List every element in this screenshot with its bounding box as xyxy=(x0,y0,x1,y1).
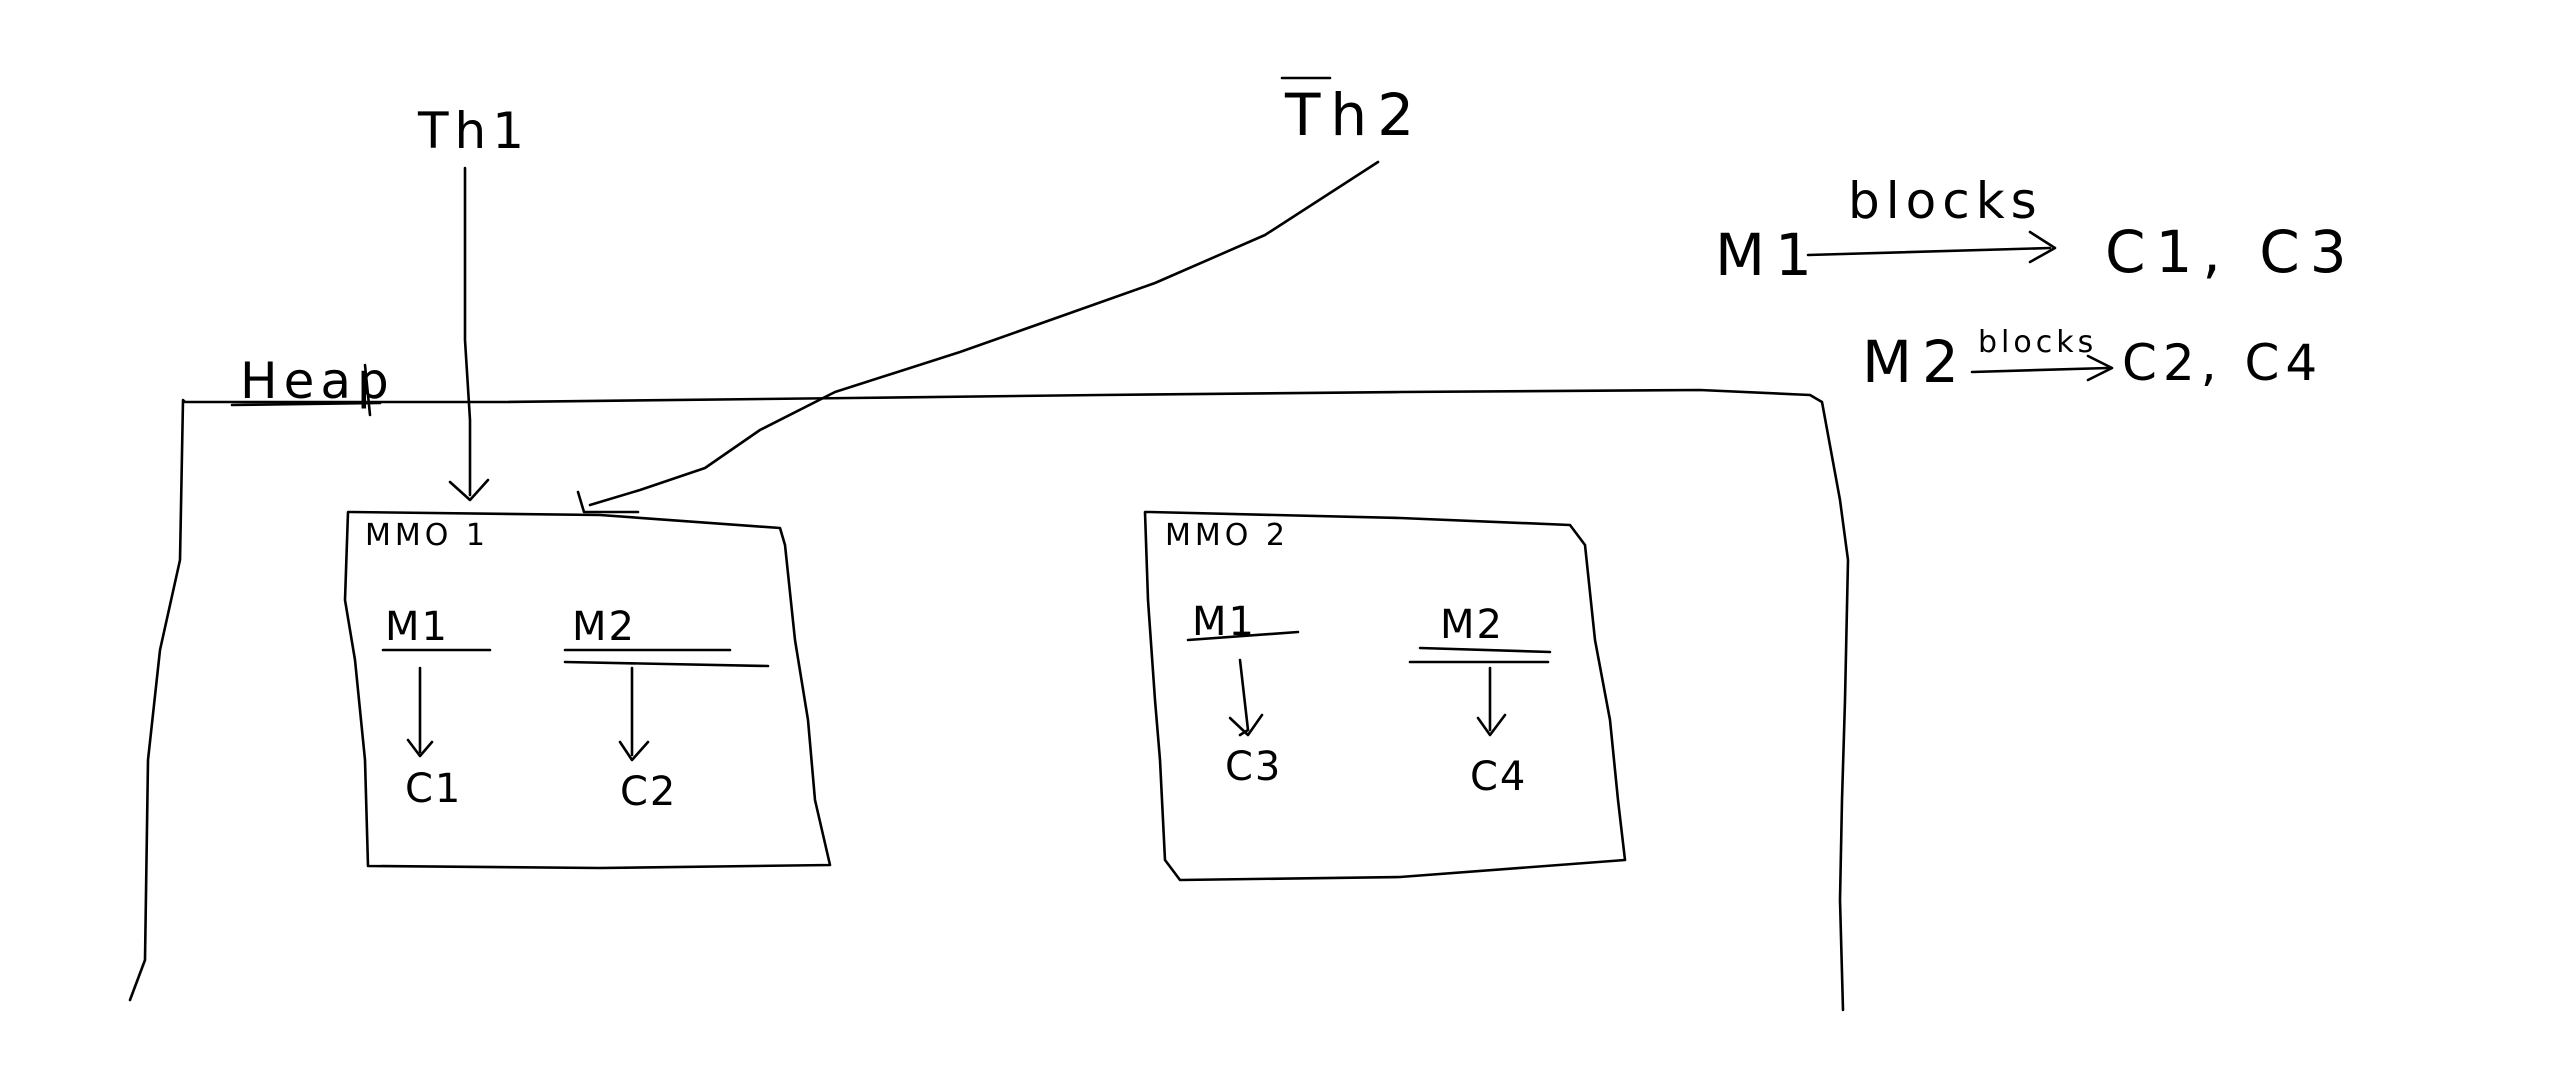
mmo1-title: MMO 1 xyxy=(365,518,489,553)
legend-row-m2: M2 blocks C2, C4 xyxy=(1862,325,2323,396)
mmo2-m2-label: M2 xyxy=(1440,602,1504,648)
legend-m2-relation: blocks xyxy=(1978,325,2097,360)
legend: M1 blocks C1, C3 M2 blocks C2, C4 xyxy=(1715,172,2357,396)
thread-th1-label: Th1 xyxy=(417,102,530,160)
thread-th2: Th2 xyxy=(576,76,1424,514)
mmo1-c1-label: C1 xyxy=(405,766,462,812)
legend-m2-monitor: M2 xyxy=(1862,328,1969,396)
heap-label-underline xyxy=(230,401,382,407)
thread-th2-label: Th2 xyxy=(1284,81,1424,149)
th2-arrowhead xyxy=(576,490,640,514)
legend-m2-targets: C2, C4 xyxy=(2122,334,2323,392)
object-mmo2: MMO 2 M1 C3 M2 C4 xyxy=(1143,510,1627,882)
legend-m2-arrow xyxy=(1970,366,2110,374)
th1-arrow xyxy=(463,166,472,497)
thread-th1: Th1 xyxy=(417,102,530,502)
legend-m1-arrow xyxy=(1806,246,2052,257)
mmo2-box xyxy=(1143,510,1627,882)
th1-arrowhead xyxy=(448,478,490,502)
heap-region: Heap xyxy=(128,352,1850,1012)
legend-m1-targets: C1, C3 xyxy=(2105,218,2357,286)
legend-m1-monitor: M1 xyxy=(1715,221,1822,289)
mmo2-c3-label: C3 xyxy=(1225,744,1282,790)
mmo1-m2-label: M2 xyxy=(572,604,636,650)
heap-label: Heap xyxy=(240,352,395,410)
legend-m1-relation: blocks xyxy=(1848,172,2043,230)
legend-row-m1: M1 blocks C1, C3 xyxy=(1715,172,2357,289)
object-mmo1: MMO 1 M1 C1 M2 C2 xyxy=(343,510,832,870)
mmo1-box xyxy=(343,510,832,870)
mmo1-m1-label: M1 xyxy=(385,604,449,650)
mmo1-c2-label: C2 xyxy=(620,769,677,815)
mmo2-c4-label: C4 xyxy=(1470,754,1527,800)
th2-arrow xyxy=(588,160,1380,507)
mmo2-title: MMO 2 xyxy=(1165,518,1289,553)
